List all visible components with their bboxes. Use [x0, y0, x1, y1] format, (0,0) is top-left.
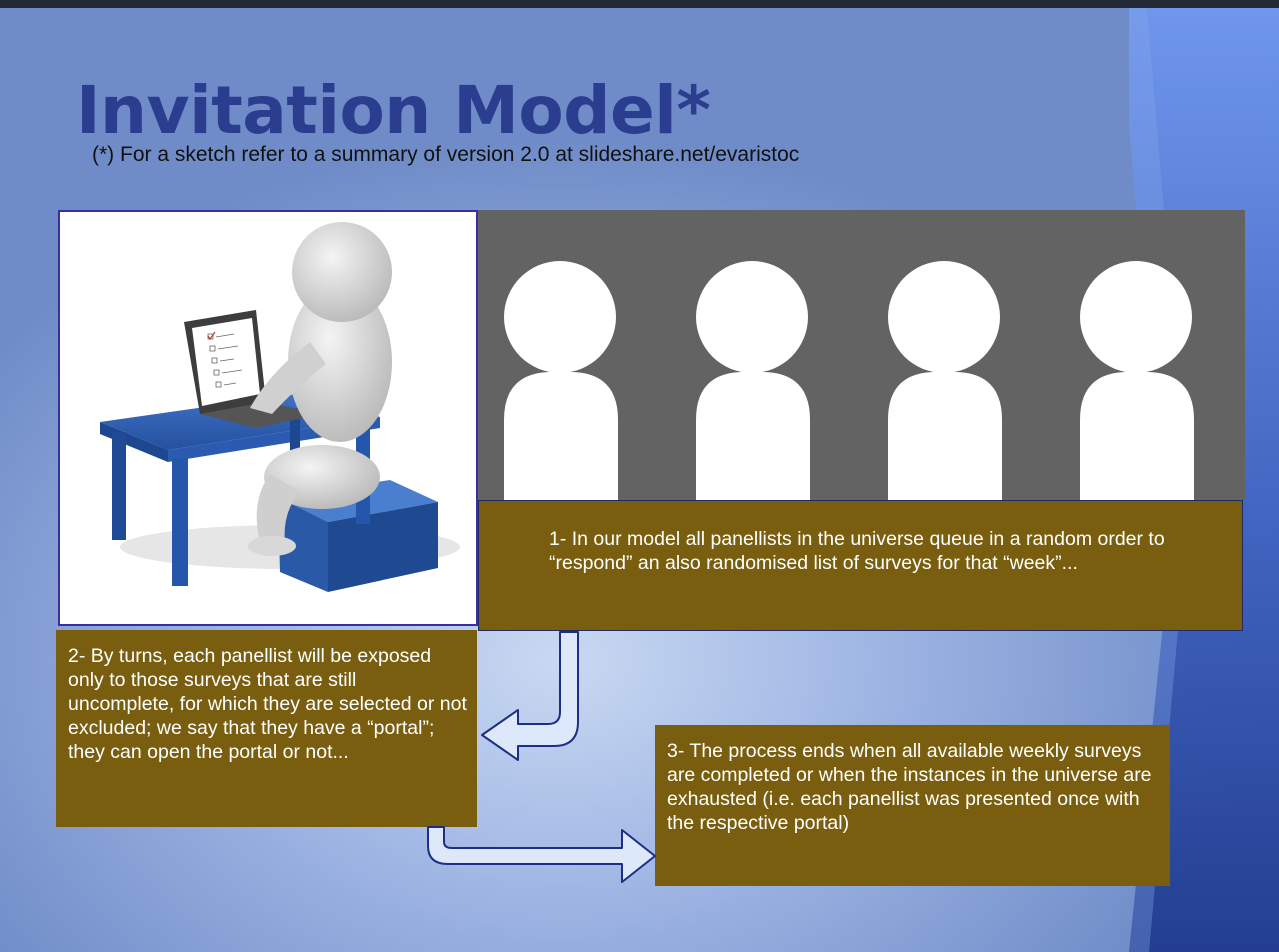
step-1-note: 1- In our model all panellists in the un… [478, 500, 1243, 631]
flow-arrow-step1-to-step2 [481, 631, 579, 761]
person-silhouette-icon [504, 261, 618, 500]
illustration-frame [58, 210, 478, 626]
slide-title: Invitation Model* [76, 72, 711, 149]
person-silhouette-icon [1080, 261, 1194, 500]
panellist-queue-panel [478, 210, 1245, 500]
step-3-note: 3- The process ends when all available w… [655, 725, 1170, 886]
flow-arrow-step2-to-step3 [427, 826, 656, 883]
person-silhouette-icon [696, 261, 810, 500]
step-2-note: 2- By turns, each panellist will be expo… [56, 630, 477, 827]
top-bar [0, 0, 1279, 8]
person-at-laptop-illustration [100, 222, 460, 592]
slide-subtitle: (*) For a sketch refer to a summary of v… [92, 143, 800, 166]
person-silhouette-icon [888, 261, 1002, 500]
